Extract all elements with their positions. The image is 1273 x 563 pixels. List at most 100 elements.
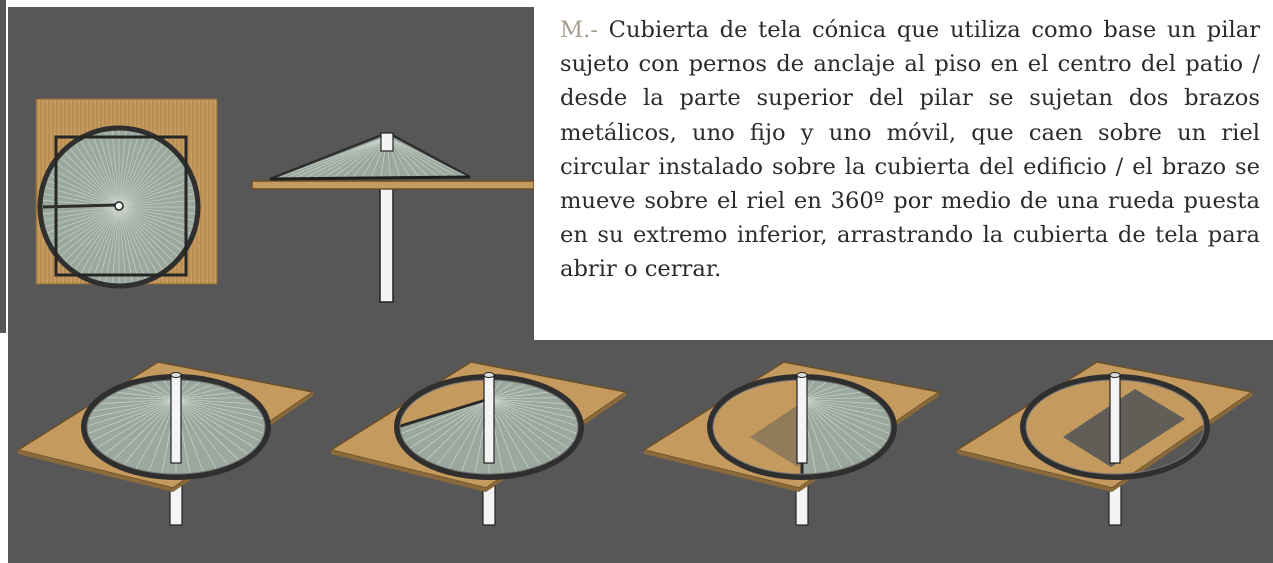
- elevation-view: [251, 132, 534, 303]
- plan-pillar-top: [114, 201, 124, 211]
- plan-ray: [45, 206, 120, 228]
- plan-ray: [49, 174, 120, 208]
- stage-canopy-ray: [175, 398, 231, 468]
- stage-canopy-ray: [488, 398, 532, 472]
- plan-ray: [118, 137, 152, 208]
- stage-canopy-ray: [488, 398, 544, 468]
- stage-canopy-ray: [175, 382, 218, 400]
- stage-canopy-ray: [801, 398, 894, 436]
- elevation-ray: [283, 136, 388, 180]
- stage-2: [329, 361, 628, 526]
- plan-ray: [118, 206, 169, 266]
- plan-ray: [118, 180, 191, 208]
- plan-ray: [53, 168, 120, 208]
- plan-ray: [118, 206, 133, 282]
- plan-ray: [118, 157, 178, 208]
- stage-canopy-ray: [801, 398, 890, 443]
- plan-ray: [118, 206, 140, 281]
- stage-3: [642, 361, 941, 526]
- pillar-top: [1109, 374, 1121, 464]
- plan-ray: [80, 206, 120, 273]
- plan-ray: [118, 163, 182, 208]
- stage-canopy-ray: [488, 398, 580, 420]
- plan-ray: [45, 186, 120, 208]
- stage-canopy-ray: [93, 398, 177, 405]
- stage-canopy-ray: [85, 398, 177, 420]
- elevation-ray: [312, 136, 388, 179]
- plan-ray: [75, 206, 120, 270]
- stage-canopy-ray: [801, 398, 868, 463]
- pillar-cap: [796, 372, 808, 378]
- elevation-ray: [386, 136, 459, 178]
- plan-ray: [118, 206, 191, 234]
- plan-ray: [86, 137, 120, 208]
- description-text: M.- Cubierta de tela cónica que utiliza …: [560, 13, 1260, 287]
- stage-canopy-ray: [488, 386, 544, 400]
- stage-canopy-ray: [488, 398, 577, 412]
- stage-canopy-ray: [110, 398, 177, 463]
- stage-canopy-ray: [488, 397, 564, 400]
- stage-canopy-ray: [93, 398, 177, 450]
- plan-ray: [98, 206, 120, 281]
- description-lead: M.-: [560, 17, 598, 43]
- elevation-ray: [332, 136, 388, 179]
- stage-canopy-ray: [175, 398, 219, 472]
- stage-canopy-ray: [110, 391, 177, 400]
- stage-canopy-ray: [801, 398, 893, 420]
- plan-ray: [118, 206, 194, 221]
- plan-ray: [49, 206, 120, 240]
- elevation-ray: [386, 136, 430, 178]
- pillar-cap: [483, 372, 495, 378]
- stage-canopy-ray: [801, 398, 890, 412]
- elevation-pillar: [379, 186, 394, 303]
- stage-canopy-ray: [175, 391, 242, 400]
- plan-ray: [80, 141, 120, 208]
- stage-canopy-ray: [801, 386, 857, 400]
- stage-canopy-ray: [488, 391, 555, 400]
- stage-canopy-ray: [121, 398, 177, 468]
- elevation-ray: [386, 136, 440, 178]
- stage-canopy-ray: [175, 398, 259, 405]
- plan-ray: [75, 144, 120, 208]
- stage-canopy-ray: [488, 398, 572, 450]
- stage-canopy-ray: [134, 382, 177, 400]
- stage-canopy-ray: [406, 398, 490, 450]
- plan-ray: [69, 148, 120, 208]
- stage-canopy-ray: [423, 398, 490, 463]
- stage-canopy-ray: [175, 386, 231, 400]
- pillar-top: [170, 374, 182, 464]
- stage-canopy-ray: [175, 398, 264, 412]
- plan-ray: [56, 163, 120, 208]
- stage-canopy-ray: [133, 398, 177, 472]
- description-body: Cubierta de tela cónica que utiliza como…: [560, 17, 1260, 283]
- plan-ray: [118, 131, 126, 208]
- plan-ray: [118, 206, 126, 283]
- plan-ray: [118, 200, 195, 208]
- plan-ray: [118, 132, 133, 208]
- plan-ray: [118, 206, 173, 261]
- stage-4: [955, 361, 1254, 526]
- plan-ray: [105, 206, 120, 282]
- stage-canopy-ray: [801, 398, 885, 405]
- elevation-ray: [322, 136, 388, 179]
- stage-canopy-ray: [446, 398, 490, 472]
- stage-canopy-ray: [488, 398, 582, 428]
- plan-ray: [118, 174, 189, 208]
- stage-canopy-ray: [175, 398, 268, 436]
- plan-ray: [56, 206, 120, 251]
- stage-moving-arm: [396, 397, 490, 429]
- stage-canopy-ray: [488, 398, 572, 405]
- elevation-ray: [293, 136, 388, 180]
- plan-ray: [86, 206, 120, 277]
- plan-ray: [65, 206, 120, 261]
- stage-canopy-ray: [801, 382, 844, 400]
- sequence-panel: [8, 340, 1273, 563]
- stage-canopy-ray: [88, 398, 177, 443]
- elevation-ray: [341, 136, 388, 179]
- plan-ray: [118, 206, 195, 214]
- stage-canopy-ray: [434, 398, 490, 468]
- plan-ray: [118, 148, 169, 208]
- pillar-cap: [1109, 372, 1121, 378]
- stage-canopy-ray: [175, 398, 242, 463]
- plan-fixed-arm: [42, 203, 117, 209]
